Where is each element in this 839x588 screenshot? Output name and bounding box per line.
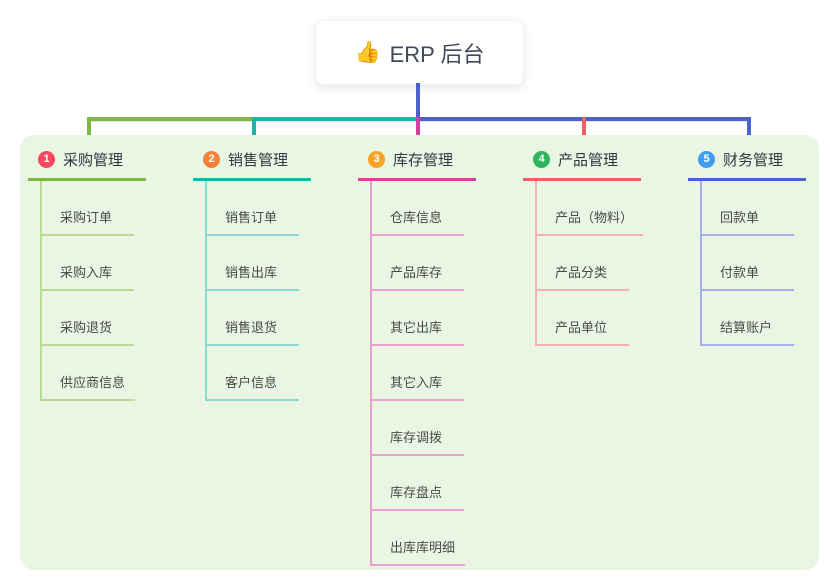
connector-trunk-segment-middle (252, 117, 419, 121)
branch-children: 采购订单 采购入库 采购退货 供应商信息 (40, 181, 178, 401)
child-label: 销售出库 (225, 265, 278, 280)
number-badge-2: 2 (203, 151, 220, 168)
child-label: 库存调拨 (390, 430, 443, 445)
child-label: 销售退货 (225, 320, 278, 335)
branch-label: 采购管理 (63, 152, 124, 169)
child-node[interactable]: 客户信息 (207, 346, 299, 401)
child-label: 付款单 (720, 265, 760, 280)
child-label: 产品单位 (555, 320, 608, 335)
child-label: 产品分类 (555, 265, 608, 280)
branch-children: 产品（物料） 产品分类 产品单位 (535, 181, 673, 346)
child-label: 结算账户 (720, 320, 773, 335)
branch-column-sales: 2 销售管理 销售订单 销售出库 销售退货 客户信息 (193, 149, 343, 401)
child-node[interactable]: 付款单 (702, 236, 794, 291)
child-node[interactable]: 产品（物料） (537, 181, 644, 236)
mindmap-panel (20, 135, 819, 570)
number-badge-3: 3 (368, 151, 385, 168)
connector-root-stem (416, 83, 420, 121)
number-badge-4: 4 (533, 151, 550, 168)
branch-label: 产品管理 (558, 152, 619, 169)
child-node[interactable]: 产品分类 (537, 236, 629, 291)
branch-node-purchase[interactable]: 1 采购管理 (28, 149, 146, 181)
child-label: 出库库明细 (390, 540, 456, 555)
connector-drop-purchase (87, 117, 91, 151)
branch-label: 销售管理 (228, 152, 289, 169)
child-node[interactable]: 库存盘点 (372, 456, 464, 511)
child-node[interactable]: 销售出库 (207, 236, 299, 291)
child-label: 回款单 (720, 210, 760, 225)
connector-drop-sales (252, 117, 256, 151)
child-node[interactable]: 结算账户 (702, 291, 794, 346)
branch-column-finance: 5 财务管理 回款单 付款单 结算账户 (688, 149, 838, 346)
branch-column-inventory: 3 库存管理 仓库信息 产品库存 其它出库 其它入库 库存调拨 库存盘点 出库库… (358, 149, 508, 566)
child-node[interactable]: 库存调拨 (372, 401, 464, 456)
root-node-title: ERP 后台 (389, 41, 485, 67)
child-node[interactable]: 其它出库 (372, 291, 464, 346)
branch-node-inventory[interactable]: 3 库存管理 (358, 149, 476, 181)
child-node[interactable]: 仓库信息 (372, 181, 464, 236)
thumbs-up-icon: 👍 (354, 41, 381, 64)
child-node[interactable]: 销售订单 (207, 181, 299, 236)
connector-trunk-segment-left (87, 117, 252, 121)
child-node[interactable]: 采购订单 (42, 181, 134, 236)
branch-children: 销售订单 销售出库 销售退货 客户信息 (205, 181, 343, 401)
number-badge-1: 1 (38, 151, 55, 168)
child-node[interactable]: 供应商信息 (42, 346, 136, 401)
child-label: 其它入库 (390, 375, 443, 390)
branch-children: 回款单 付款单 结算账户 (700, 181, 838, 346)
child-label: 销售订单 (225, 210, 278, 225)
child-node[interactable]: 产品库存 (372, 236, 464, 291)
branch-label: 库存管理 (393, 152, 454, 169)
connector-drop-inventory (416, 117, 420, 151)
child-label: 采购入库 (60, 265, 113, 280)
connector-drop-product (582, 117, 586, 151)
branch-column-purchase: 1 采购管理 采购订单 采购入库 采购退货 供应商信息 (28, 149, 178, 401)
connector-drop-finance (747, 117, 751, 151)
child-node[interactable]: 销售退货 (207, 291, 299, 346)
child-label: 其它出库 (390, 320, 443, 335)
child-node[interactable]: 采购退货 (42, 291, 134, 346)
child-node[interactable]: 其它入库 (372, 346, 464, 401)
child-node[interactable]: 回款单 (702, 181, 794, 236)
child-label: 产品（物料） (555, 210, 634, 225)
branch-label: 财务管理 (723, 152, 784, 169)
branch-node-sales[interactable]: 2 销售管理 (193, 149, 311, 181)
child-label: 仓库信息 (390, 210, 443, 225)
child-label: 采购订单 (60, 210, 113, 225)
child-label: 客户信息 (225, 375, 278, 390)
child-label: 产品库存 (390, 265, 443, 280)
child-label: 库存盘点 (390, 485, 443, 500)
branch-children: 仓库信息 产品库存 其它出库 其它入库 库存调拨 库存盘点 出库库明细 (370, 181, 508, 566)
child-node[interactable]: 出库库明细 (372, 511, 466, 566)
child-label: 采购退货 (60, 320, 113, 335)
child-node[interactable]: 产品单位 (537, 291, 629, 346)
branch-column-product: 4 产品管理 产品（物料） 产品分类 产品单位 (523, 149, 673, 346)
child-node[interactable]: 采购入库 (42, 236, 134, 291)
number-badge-5: 5 (698, 151, 715, 168)
child-label: 供应商信息 (60, 375, 126, 390)
branch-node-product[interactable]: 4 产品管理 (523, 149, 641, 181)
root-node[interactable]: 👍 ERP 后台 (315, 20, 524, 85)
branch-node-finance[interactable]: 5 财务管理 (688, 149, 806, 181)
